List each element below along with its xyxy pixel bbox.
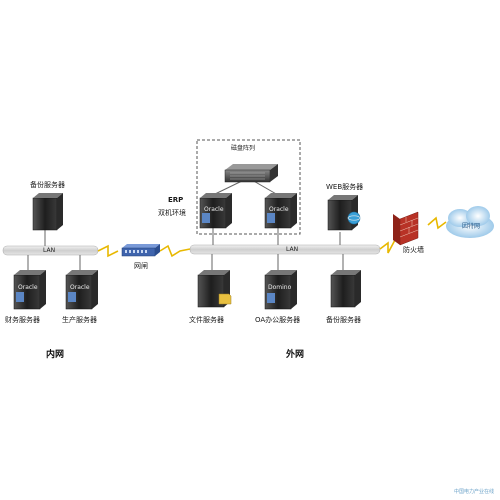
erp-server-2-icon: [264, 193, 297, 229]
backup-server-outer-label: 备份服务器: [326, 316, 361, 324]
outer-network-label: 外网: [286, 350, 305, 360]
backup-server-inner-label: 备份服务器: [30, 181, 65, 189]
dual-env-label: 双机环境: [158, 209, 186, 217]
production-server-icon: [65, 270, 98, 310]
disk-array-label: 磁盘阵列: [231, 145, 256, 152]
oracle-label-erp-2: Oracle: [269, 206, 289, 213]
disk-array-icon: [224, 164, 278, 183]
watermark: 中国电力产业在线: [453, 489, 494, 495]
outer-lan-bar: [189, 244, 381, 255]
inner-network-label: 内网: [46, 350, 65, 360]
file-server-icon: [197, 270, 232, 308]
disk-array-group: [196, 139, 301, 235]
inner-lan-label: LAN: [43, 247, 56, 254]
finance-server-label: 财务服务器: [5, 316, 40, 324]
backup-server-inner-icon: [32, 193, 63, 231]
outer-lan-label: LAN: [286, 246, 299, 253]
web-server-label: WEB服务器: [326, 183, 364, 191]
firewall-label: 防火墙: [403, 246, 424, 254]
internet-cloud-icon: [446, 206, 494, 238]
domino-label: Domino: [268, 284, 292, 291]
gateway-label: 网闸: [134, 262, 148, 270]
web-server-icon: [327, 195, 361, 231]
production-server-label: 生产服务器: [62, 316, 97, 324]
backup-server-outer-icon: [330, 270, 361, 308]
oracle-label-finance: Oracle: [18, 284, 38, 291]
firewall-icon: [393, 211, 419, 246]
internet-label: 因特网: [462, 223, 481, 230]
erp-label: ERP: [168, 196, 184, 204]
oracle-label-erp-1: Oracle: [204, 206, 224, 213]
file-server-label: 文件服务器: [189, 316, 224, 324]
gateway-icon: [121, 244, 160, 257]
oracle-label-production: Oracle: [70, 284, 90, 291]
connector-lines: [27, 179, 344, 270]
erp-server-1-icon: [199, 193, 232, 229]
oa-server-label: OA办公服务器: [255, 316, 301, 324]
oa-server-icon: [264, 270, 297, 310]
finance-server-icon: [13, 270, 46, 310]
